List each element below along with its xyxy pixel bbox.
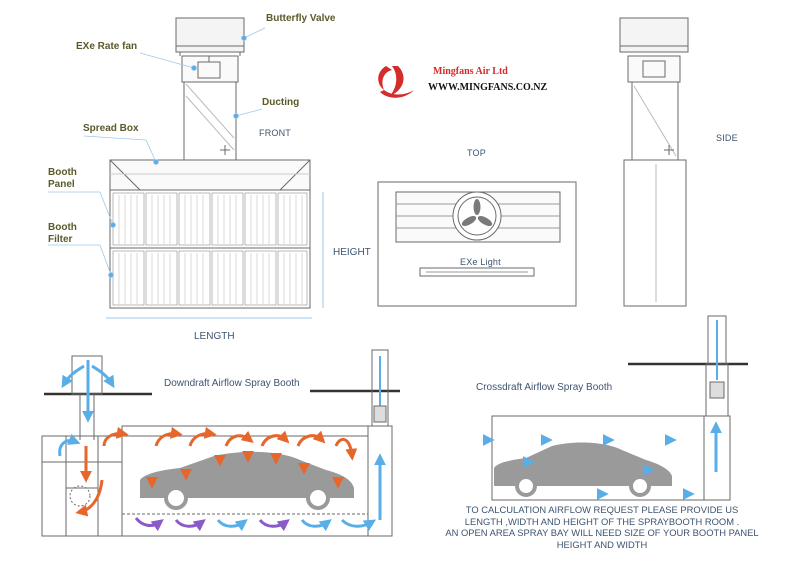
title-downdraft-booth: Downdraft Airflow Spray Booth [164, 378, 300, 389]
label-exe-rate-fan: EXe Rate fan [76, 41, 138, 52]
note-line-2: LENGTH ,WIDTH AND HEIGHT OF THE SPRAYBOO… [464, 515, 740, 527]
label-booth-panel-line2: Panel [48, 179, 75, 190]
mingfans-logo-icon [378, 66, 414, 98]
car-silhouette-crossdraft [494, 442, 672, 486]
label-booth-panel: Booth Panel [48, 167, 77, 191]
note-line-3: AN OPEN AREA SPRAY BAY WILL NEED SIZE OF… [445, 527, 759, 538]
label-exe-light: EXe Light [460, 257, 501, 267]
side-view [619, 17, 689, 307]
note-line-4: HEIGHT AND WIDTH [556, 538, 648, 550]
dimension-label-length: LENGTH [194, 331, 235, 342]
view-label-top: TOP [467, 148, 486, 158]
label-booth-filter-line2: Filter [48, 234, 73, 245]
brand-name: Mingfans Air Ltd [433, 66, 508, 77]
view-label-side: SIDE [716, 133, 738, 143]
top-view-outline [377, 181, 577, 307]
top-view [377, 181, 577, 307]
view-label-front: FRONT [259, 128, 291, 138]
wheel-icon [629, 475, 651, 497]
butterfly-valve-box [175, 17, 245, 53]
ducting-body [183, 81, 237, 161]
crossdraft-airflow-arrows [442, 421, 722, 500]
downdraft-airflow-arrows [58, 360, 386, 532]
fan-blades-icon [461, 199, 493, 227]
exhaust-fan-icon [373, 405, 387, 423]
airflow-request-note: TO CALCULATION AIRFLOW REQUEST PLEASE PR… [428, 504, 776, 550]
spread-box [109, 159, 311, 191]
wheel-icon [306, 486, 330, 510]
wheel-icon [515, 475, 537, 497]
exe-light-bar [419, 267, 535, 277]
callout-leaders [48, 27, 266, 278]
fan-circle [452, 191, 502, 241]
front-view [106, 17, 324, 319]
exhaust-fan-icon [709, 381, 725, 399]
note-line-1: TO CALCULATION AIRFLOW REQUEST PLEASE PR… [465, 504, 739, 515]
crossdraft-booth [491, 315, 748, 501]
label-booth-filter-line1: Booth [48, 222, 77, 233]
booth-filter-grid [112, 192, 308, 306]
label-spread-box: Spread Box [83, 123, 139, 134]
brand-url: WWW.MINGFANS.CO.NZ [428, 82, 548, 93]
fan-inner-circle [457, 196, 497, 236]
label-butterfly-valve: Butterfly Valve [266, 13, 336, 24]
label-booth-panel-line1: Booth [48, 167, 77, 178]
side-view-booth [623, 159, 687, 307]
wheel-icon [164, 486, 188, 510]
label-booth-filter: Booth Filter [48, 222, 77, 246]
dimension-label-height: HEIGHT [333, 247, 371, 258]
label-ducting: Ducting [262, 97, 300, 108]
booth-frame [109, 189, 311, 309]
title-crossdraft-booth: Crossdraft Airflow Spray Booth [476, 382, 613, 393]
